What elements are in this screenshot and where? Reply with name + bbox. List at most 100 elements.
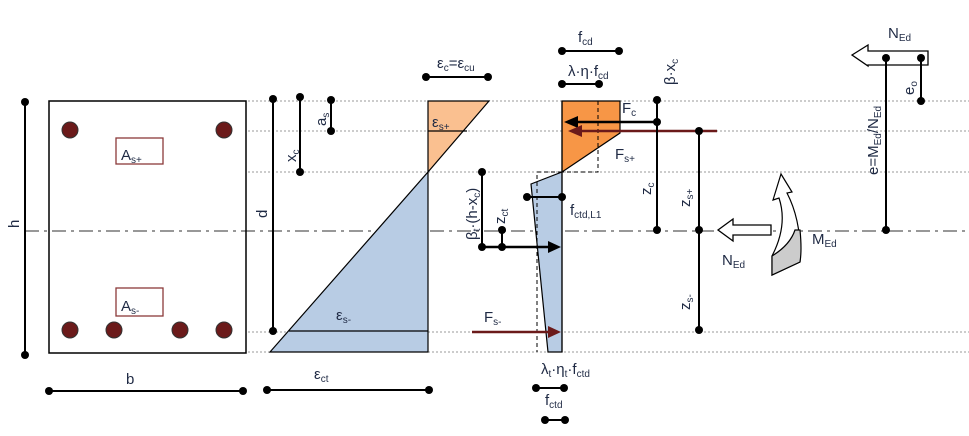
labels-fctd-sub: ctd [549, 400, 562, 411]
labels-ned-mid-main: N [722, 252, 733, 269]
labels-e-mid: /N [865, 118, 882, 133]
labels-beta-xc-main: β·x [662, 63, 679, 85]
svg-text:fctd: fctd [545, 392, 563, 411]
labels-fc-main: F [622, 100, 631, 117]
labels-eo-sub: o [909, 81, 920, 87]
svg-text:e=MEd/NEd: e=MEd/NEd [865, 106, 884, 175]
labels-zs-plus-main: z [677, 200, 694, 208]
svg-text:εs+: εs+ [432, 114, 450, 133]
labels-ned-mid-sub: Ed [733, 260, 745, 271]
labels-as-sub: s [321, 113, 332, 118]
svg-text:as: as [313, 113, 332, 126]
labels-lam-eta-fcd-sub: cd [598, 71, 609, 82]
labels-fctd-l1-sub: ctd,L1 [574, 210, 602, 221]
labels-lam-t-as: t [549, 369, 552, 380]
labels-zs-minus-main: z [677, 303, 694, 311]
labels-d: d [254, 210, 271, 218]
svg-text:NEd: NEd [888, 25, 911, 44]
labels-lam-eta-fcd-main: λ·η·f [568, 63, 599, 80]
labels-zct-main: z [492, 217, 509, 225]
svg-text:zs+: zs+ [677, 189, 696, 208]
labels-lam-t-c: ·f [567, 361, 577, 378]
svg-text:xc: xc [283, 150, 302, 163]
dimension-d: d [254, 95, 277, 335]
labels-fctd-l1-main: f [570, 202, 575, 219]
labels-eps-s-minus-main: ε [336, 307, 343, 324]
labels-fs-plus-sub: s+ [624, 154, 635, 165]
labels-med-main: M [812, 231, 825, 248]
labels-eps-ct-main: ε [314, 366, 321, 383]
svg-text:λ·η·fcd: λ·η·fcd [568, 63, 609, 82]
moment-arrow: MEd [771, 172, 837, 276]
labels-zc-sub: c [646, 183, 657, 188]
labels-as-minus-main: A [121, 298, 131, 315]
labels-lam-t-bs: t [565, 369, 568, 380]
labels-zs-minus-sub: s- [685, 294, 696, 302]
svg-text:εs-: εs- [336, 307, 351, 326]
labels-fc-sub: c [631, 108, 636, 119]
reference-lines [25, 100, 969, 353]
svg-text:zc: zc [638, 183, 657, 196]
axial-force-arrow-mid: NEd [716, 217, 772, 271]
labels-e-sub: Ed [873, 133, 884, 145]
svg-text:β·xc: β·xc [662, 59, 681, 85]
labels-fs-minus-main: F [484, 309, 493, 326]
svg-text:zs-: zs- [677, 294, 696, 310]
labels-b: b [126, 371, 134, 388]
labels-eps-c-sub: c [444, 63, 449, 74]
labels-as-minus-sub: s- [131, 306, 139, 317]
labels-fcd-main: f [578, 29, 583, 46]
axial-force-arrow-top: NEd e=MEd/NEd eo [850, 25, 929, 234]
rebars-top [61, 121, 233, 139]
lever-arms: β·xc zc zs+ zs- [638, 59, 703, 334]
labels-beta-xc-sub: c [670, 59, 681, 64]
labels-as-plus-main: A [121, 147, 131, 164]
dimension-h: h [6, 98, 29, 359]
labels-fs-minus-sub: s- [493, 317, 501, 328]
labels-e-sub2: Ed [873, 106, 884, 118]
svg-text:εct: εct [314, 366, 329, 385]
svg-text:fcd: fcd [578, 29, 593, 48]
dimension-b: b [45, 371, 247, 395]
labels-as-plus-sub: s+ [131, 155, 142, 166]
labels-h: h [6, 220, 23, 228]
labels-eps-ct-sub: ct [321, 374, 329, 385]
labels-eo-main: e [901, 87, 918, 95]
labels-fs-plus-main: F [615, 146, 624, 163]
concrete-section: As+ As- [48, 100, 247, 354]
labels-med-sub: Ed [825, 239, 837, 250]
labels-fctd-main: f [545, 392, 550, 409]
svg-text:eo: eo [901, 81, 920, 95]
labels-beta-t-sub2: c [472, 193, 483, 198]
labels-lam-t-b: ·η [551, 361, 564, 378]
labels-xc-sub: c [291, 150, 302, 155]
labels-ned-top-sub: Ed [899, 33, 911, 44]
strain-diagram: εs+ εs- εc=εcu εct [263, 55, 492, 394]
labels-zs-plus-sub: s+ [685, 189, 696, 200]
labels-eps-s-plus-sub: s+ [439, 122, 450, 133]
svg-text:MEd: MEd [812, 231, 837, 250]
labels-xc-main: x [283, 154, 300, 162]
rebars-bottom [61, 321, 233, 339]
labels-eps-s-minus-sub: s- [343, 315, 351, 326]
dimension-as: as [313, 96, 335, 135]
labels-beta-t-sub: t [472, 228, 483, 231]
svg-text:εc=εcu: εc=εcu [437, 55, 475, 74]
labels-ned-top-main: N [888, 25, 899, 42]
labels-eps-c-main: ε [437, 55, 444, 72]
labels-eps-c-eq: =ε [449, 55, 465, 72]
svg-text:λt·ηt·fctd: λt·ηt·fctd [541, 361, 590, 380]
labels-zc-main: z [638, 188, 655, 196]
labels-zct-sub: ct [500, 209, 511, 217]
labels-eps-c-sub2: cu [464, 63, 475, 74]
labels-beta-t-rest: ·(h-x [464, 197, 481, 228]
stress-diagram: fcd λ·η·fcd Fc Fs+ fctd,L1 βt·(h-xc) zct… [464, 29, 717, 424]
labels-beta-t-main: β [464, 231, 481, 240]
labels-as-main: a [313, 117, 330, 126]
label-as-plus: As+ [121, 147, 142, 166]
label-as-minus: As- [121, 298, 139, 317]
svg-text:fctd,L1: fctd,L1 [570, 202, 602, 221]
labels-fcd-sub: cd [582, 37, 593, 48]
labels-lam-t-cs: ctd [577, 369, 590, 380]
